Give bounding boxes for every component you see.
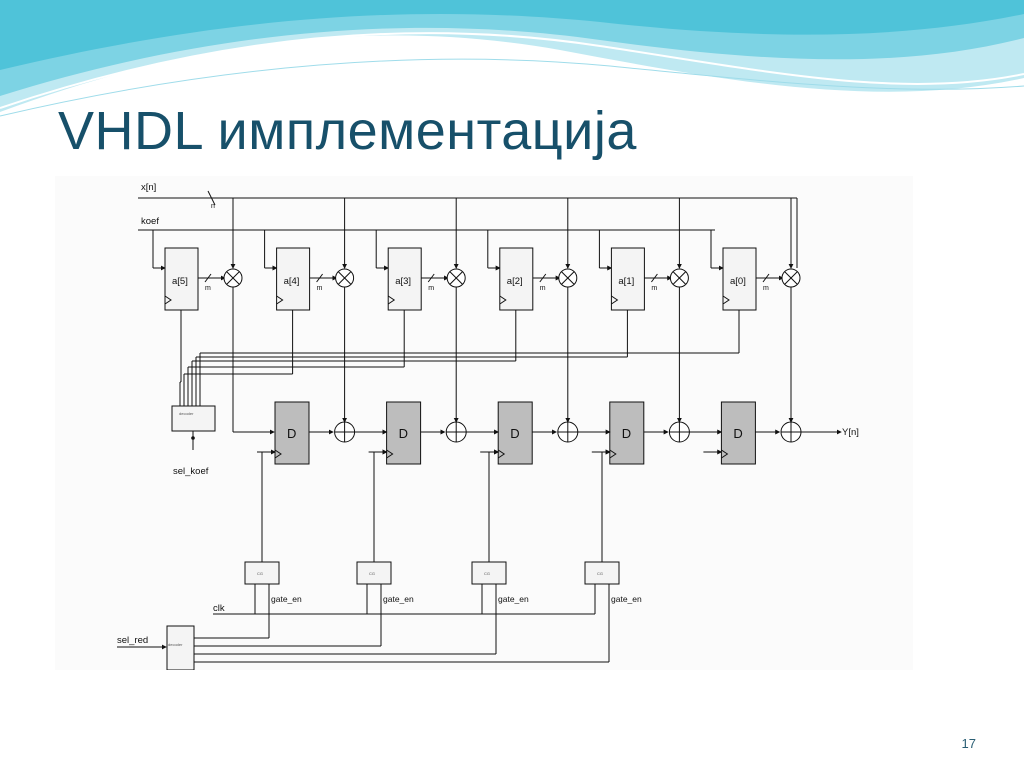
multiplier-cross	[561, 271, 575, 285]
delay-register-label: D	[287, 426, 296, 441]
coefficient-stages: a[5] mDa[4] mDa[3] mDa[2] mDa[1] mDa[0] m	[152, 198, 842, 465]
clock-gate-2: CG gate_en	[194, 449, 529, 655]
clock-triangle	[722, 295, 730, 305]
delay-register	[386, 401, 422, 465]
wave-dark-band	[0, 0, 1024, 70]
coef-register-label: a[1]	[618, 276, 634, 287]
fir-filter-schematic: x[n] n koef a[5] mDa[4] mDa[3] mDa[2] mDa[1]…	[117, 182, 859, 670]
coef-register-label: a[0]	[730, 276, 746, 287]
label-sel-red: sel_red	[117, 635, 148, 646]
label-bus-width: n	[211, 203, 215, 210]
clock-triangle	[274, 449, 282, 459]
clock-gate-text: CG	[597, 571, 603, 576]
clock-triangle	[387, 295, 396, 305]
clock-gate-cell	[471, 561, 507, 585]
gate-decoder-text: decoder	[168, 642, 183, 647]
gate-en-label: gate_en	[271, 594, 302, 604]
wave-highlight-line	[0, 32, 1024, 109]
page-number: 17	[961, 736, 976, 751]
clock-triangle	[497, 449, 506, 459]
bus-slash	[427, 273, 435, 283]
delay-register-label: D	[733, 426, 742, 441]
delay-register-label: D	[622, 426, 631, 441]
top-wires	[138, 190, 798, 268]
clock-triangle	[276, 295, 284, 305]
stage-3: a[2] mD	[191, 198, 669, 465]
clock-triangle	[609, 449, 617, 459]
label-sel-koef: sel_koef	[173, 466, 209, 477]
coef-register-label: a[2]	[507, 276, 523, 287]
clock-triangle	[164, 295, 172, 305]
coef-decoder-text: decoder	[179, 411, 194, 416]
multiplier-cross	[784, 271, 798, 285]
stage-0: a[5] mD	[152, 198, 334, 465]
clock-triangle	[611, 295, 619, 305]
clock-gate-1: CG gate_en	[194, 449, 414, 647]
clock-gate-text: CG	[369, 571, 375, 576]
label-clk: clk	[213, 603, 225, 614]
bus-slash	[651, 273, 658, 283]
stage-2: a[3] mD	[187, 198, 558, 465]
clock-gates: CG gate_en CG gate_en CG gate_en CG gate_en	[194, 449, 642, 663]
clock-triangle	[721, 449, 729, 459]
gate-en-label: gate_en	[611, 594, 642, 604]
multiplier-cross	[338, 271, 351, 285]
multiplier-cross	[226, 271, 240, 285]
wave-thin-line	[0, 58, 1024, 117]
mul-width-label: m	[428, 285, 434, 292]
multiplier-cross	[449, 271, 463, 285]
clock-triangle	[499, 295, 507, 305]
sel-red-decoder: decoder	[117, 625, 195, 670]
mul-width-label: m	[205, 285, 211, 292]
header-wave-decoration	[0, 0, 1024, 117]
gate-en-label: gate_en	[383, 594, 414, 604]
bus-slash	[316, 273, 324, 283]
clock-gate-text: CG	[484, 571, 490, 576]
clock-gate-0: CG gate_en	[194, 449, 302, 639]
clock-gate-cell	[584, 561, 620, 585]
clock-gate-cell	[244, 561, 280, 585]
gate-en-label: gate_en	[498, 594, 529, 604]
clock-gate-cell	[356, 561, 392, 585]
clock-gate-3: CG gate_en	[194, 449, 642, 663]
label-output: Y[n]	[842, 427, 859, 438]
bus-slash	[539, 273, 547, 283]
stage-5: a[0] m	[199, 198, 842, 443]
slide-title: VHDL имплементација	[58, 101, 637, 161]
stage-1: a[4] mD	[183, 198, 446, 465]
multiplier-cross	[673, 271, 686, 285]
clock-gate-text: CG	[257, 571, 263, 576]
sel-koef-node	[191, 436, 195, 440]
label-coef: koef	[141, 216, 159, 227]
sel-koef-decoder: decoder	[171, 405, 216, 450]
bus-slash	[204, 273, 212, 283]
delay-register-label: D	[510, 426, 519, 441]
bus-slash	[762, 273, 770, 283]
coef-register-label: a[3]	[395, 276, 411, 287]
mul-width-label: m	[651, 285, 657, 292]
mul-width-label: m	[763, 285, 769, 292]
delay-register-label: D	[399, 426, 408, 441]
mul-width-label: m	[540, 285, 546, 292]
mul-width-label: m	[317, 285, 323, 292]
coef-decoder-box	[171, 405, 216, 432]
label-input: x[n]	[141, 182, 156, 193]
stage-4: a[1] mD	[195, 198, 781, 465]
coef-register-label: a[4]	[284, 276, 300, 287]
coef-register-label: a[5]	[172, 276, 188, 287]
gate-decoder-box	[166, 625, 195, 670]
clock-triangle	[386, 449, 394, 459]
